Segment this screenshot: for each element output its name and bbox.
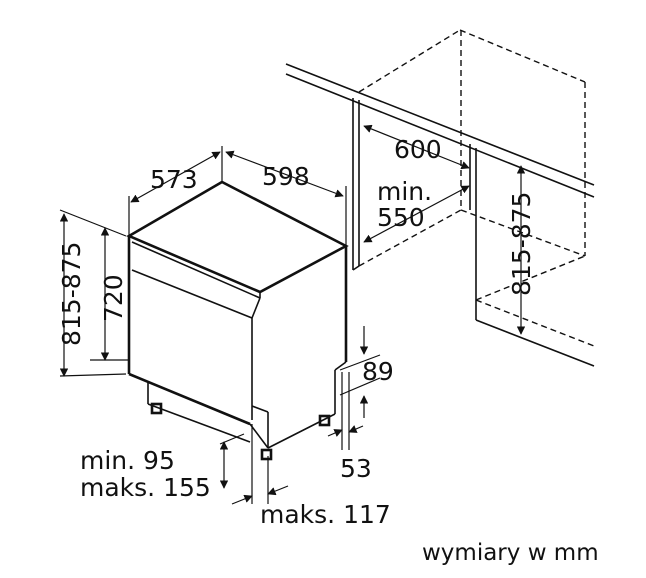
foot-max-label: maks. 117 bbox=[260, 500, 391, 529]
foot bbox=[150, 402, 163, 415]
dimension-lines bbox=[59, 124, 526, 505]
niche-min-label: min. bbox=[377, 177, 432, 206]
niche-width-label: 600 bbox=[394, 135, 442, 164]
foot bbox=[260, 448, 273, 461]
dishwasher-body bbox=[126, 180, 349, 461]
appliance-height-label: 720 bbox=[99, 274, 128, 322]
total-height-label: 815-875 bbox=[57, 242, 86, 346]
foot bbox=[318, 414, 331, 427]
width-label: 598 bbox=[262, 162, 310, 191]
units-caption: wymiary w mm bbox=[422, 540, 599, 566]
plinth-depth-label: 53 bbox=[340, 454, 372, 483]
adjust-max-label: maks. 155 bbox=[80, 473, 211, 502]
plinth-height-label: 89 bbox=[362, 357, 394, 386]
niche-height-label: 815-875 bbox=[507, 192, 536, 296]
cabinet-niche bbox=[285, 29, 595, 367]
adjust-min-label: min. 95 bbox=[80, 446, 175, 475]
niche-min-value-label: 550 bbox=[377, 203, 425, 232]
depth-label: 573 bbox=[150, 165, 198, 194]
